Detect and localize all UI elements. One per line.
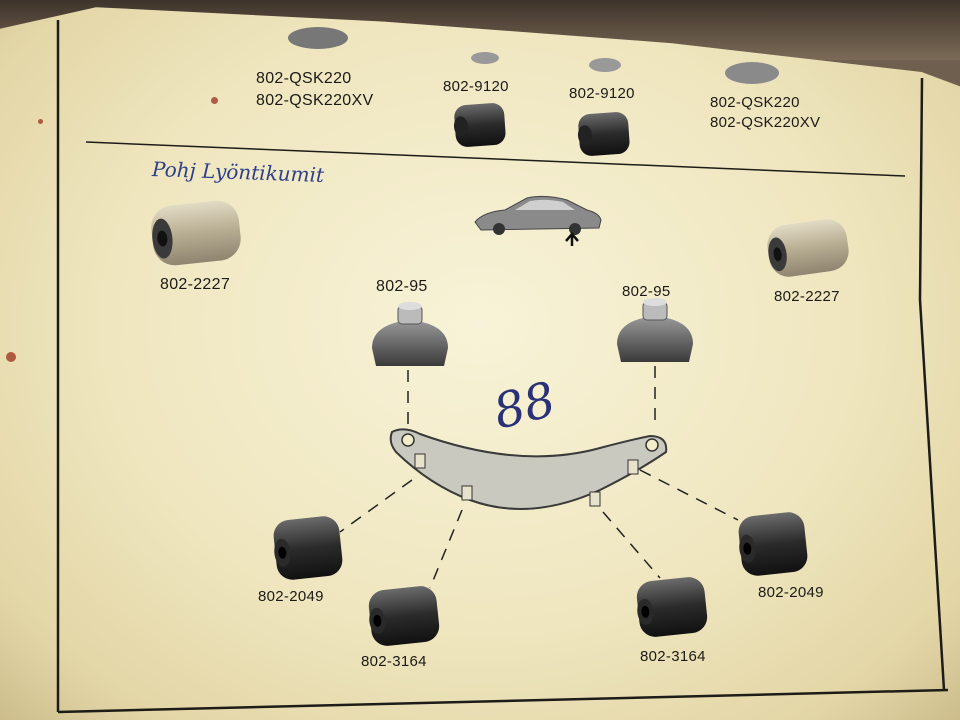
rubber-bushing-icon bbox=[368, 586, 440, 646]
rubber-bushing-icon bbox=[767, 219, 849, 277]
part-code-top-left-2: 802-QSK220XV bbox=[256, 92, 374, 109]
arrow-up-icon bbox=[565, 232, 579, 246]
part-label-bushing-left-outer: 802-2049 bbox=[258, 588, 324, 605]
strut-mount-icon bbox=[372, 302, 448, 366]
strut-mount-icon bbox=[617, 298, 693, 362]
leader-lines bbox=[339, 366, 739, 589]
part-code-top-mid-left: 802-9120 bbox=[443, 78, 509, 95]
part-label-bushing-right-outer: 802-2049 bbox=[758, 584, 824, 601]
part-label-mount-right: 802-95 bbox=[622, 283, 671, 300]
crossmember-icon bbox=[389, 428, 668, 510]
top-mount-left-icon bbox=[288, 27, 348, 49]
rubber-bushing-icon bbox=[151, 200, 241, 266]
part-code-top-mid-right: 802-9120 bbox=[569, 85, 635, 102]
rust-stain bbox=[211, 97, 218, 104]
rust-stain bbox=[38, 119, 43, 124]
top-mount-right-icon bbox=[725, 62, 779, 84]
top-mount-mid2-icon bbox=[589, 58, 621, 72]
rubber-bushing-icon bbox=[738, 512, 808, 576]
part-code-top-right-2: 802-QSK220XV bbox=[710, 114, 821, 131]
rubber-bushing-icon bbox=[636, 577, 708, 637]
top-mount-mid-icon bbox=[471, 52, 499, 64]
part-code-top-left-1: 802-QSK220 bbox=[256, 70, 352, 87]
sheet-border bbox=[56, 20, 949, 714]
part-label-bushing-right-inner: 802-3164 bbox=[640, 648, 706, 665]
rubber-bushing-icon bbox=[273, 516, 343, 580]
part-label-bushing-right-top: 802-2227 bbox=[774, 288, 840, 305]
part-code-top-right-1: 802-QSK220 bbox=[710, 94, 800, 111]
part-label-bushing-left-inner: 802-3164 bbox=[361, 653, 427, 670]
rust-stain bbox=[6, 352, 16, 362]
part-label-mount-left: 802-95 bbox=[376, 278, 428, 295]
rubber-bushing-icon bbox=[453, 103, 506, 147]
car-icon bbox=[474, 195, 602, 235]
part-label-bushing-left-top: 802-2227 bbox=[160, 276, 231, 293]
rubber-bushing-icon bbox=[577, 112, 630, 156]
